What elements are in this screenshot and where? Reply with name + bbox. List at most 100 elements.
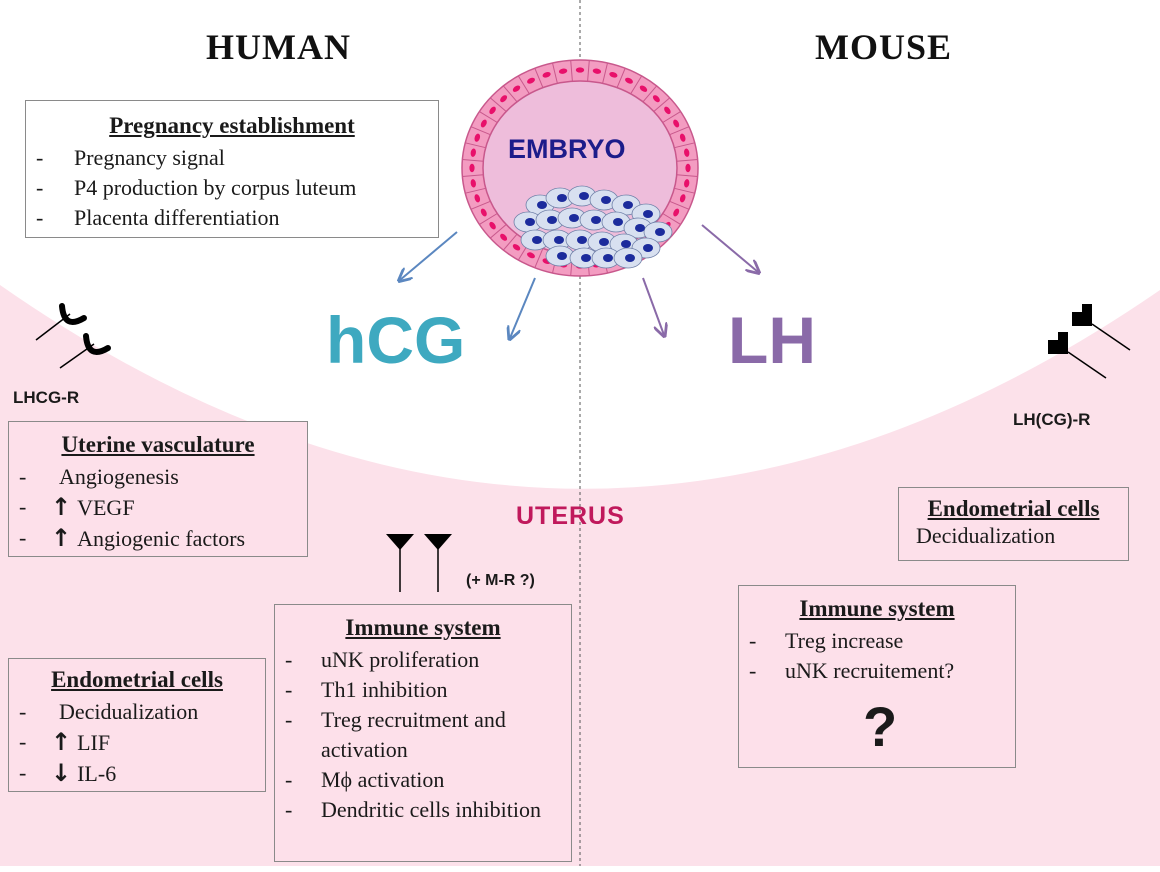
mouse-immune-system-box: Immune system -Treg increase- uNK recruit… — [738, 585, 1016, 768]
trophoblast-cell-border — [587, 60, 590, 82]
arrow-embryo-to-hcg-left — [400, 231, 458, 280]
list-item-text: P4 production by corpus luteum — [74, 175, 357, 200]
icm-nucleus — [577, 236, 587, 244]
mouse-immune-system-list: -Treg increase- uNK recruitement? — [739, 626, 1015, 686]
arrow-embryo-to-lh-right — [701, 224, 758, 272]
trophoblast-cell-border — [470, 126, 491, 136]
list-item: -Treg increase — [739, 626, 1015, 656]
mannose-receptor-icon — [386, 534, 452, 592]
trophoblast-nucleus — [474, 133, 481, 142]
trophoblast-cell-border — [479, 213, 498, 225]
trophoblast-nucleus — [470, 148, 476, 157]
list-item: -↑LIF — [9, 727, 265, 758]
list-item-text: Th1 inhibition — [321, 677, 448, 702]
icm-nucleus — [603, 254, 613, 262]
icm-nucleus — [591, 216, 601, 224]
list-item: -Decidualization — [9, 697, 265, 727]
mouse-endometrial-cells-title: Endometrial cells — [927, 496, 1100, 521]
trophoblast-nucleus — [489, 221, 496, 230]
bullet-dash: - — [749, 658, 757, 683]
list-item-text: LIF — [77, 730, 111, 755]
icm-nucleus — [599, 238, 609, 246]
list-item-text: Decidualization — [59, 699, 199, 724]
increase-arrow-icon: ↑ — [51, 728, 72, 756]
trophoblast-nucleus — [489, 106, 496, 115]
icm-nucleus — [525, 218, 535, 226]
trophoblast-nucleus — [685, 163, 691, 173]
uterine-vasculature-title: Uterine vasculature — [61, 432, 255, 457]
icm-nucleus — [655, 228, 665, 236]
trophoblast-cell-border — [503, 85, 518, 103]
trophoblast-nucleus — [679, 194, 686, 203]
bullet-dash: - — [19, 494, 27, 519]
list-item: -Treg recruitment and activation — [275, 705, 571, 765]
trophoblast-nucleus — [684, 148, 690, 157]
icm-nucleus — [547, 216, 557, 224]
lhcg-r-label: LHCG-R — [13, 388, 80, 407]
trophoblast-cell-border — [479, 111, 498, 123]
bullet-dash: - — [36, 145, 44, 170]
trophoblast-cell-border — [462, 174, 484, 177]
bullet-dash: - — [285, 677, 293, 702]
list-item-text: Placenta differentiation — [74, 205, 280, 230]
trophoblast-cell-border — [503, 233, 518, 251]
trophoblast-cell-border — [465, 142, 486, 149]
trophoblast-nucleus — [500, 233, 508, 241]
list-item-text: IL-6 — [77, 761, 117, 786]
mouse-immune-system-title: Immune system — [799, 596, 955, 621]
list-item: -Dendritic cells inhibition — [275, 795, 571, 825]
trophoblast-cell-border — [676, 159, 698, 162]
list-item-text: Angiogenesis — [59, 464, 179, 489]
bullet-dash: - — [36, 175, 44, 200]
trophoblast-nucleus — [469, 163, 475, 173]
human-heading: HUMAN — [206, 27, 351, 67]
list-item-text: Treg increase — [785, 628, 904, 653]
trophoblast-cell-border — [642, 85, 657, 103]
bullet-dash: - — [285, 767, 293, 792]
trophoblast-cell-border — [630, 75, 643, 95]
list-item: - Th1 inhibition — [275, 675, 571, 705]
icm-nucleus — [643, 210, 653, 218]
icm-nucleus — [557, 252, 567, 260]
list-item: -uNK proliferation — [275, 645, 571, 675]
icm-nucleus — [537, 201, 547, 209]
list-item: -↑VEGF — [9, 492, 307, 523]
trophoblast-nucleus — [639, 85, 648, 92]
trophoblast-nucleus — [664, 106, 671, 115]
embryo-blastocyst — [461, 59, 699, 277]
trophoblast-nucleus — [527, 77, 535, 84]
uterine-vasculature-list: -Angiogenesis-↑VEGF-↑Angiogenic factors — [9, 462, 307, 554]
list-item-text: Mϕ activation — [321, 767, 445, 792]
list-item: -↓IL-6 — [9, 758, 265, 789]
trophoblast-cell-border — [534, 68, 544, 88]
icm-nucleus — [554, 236, 564, 244]
embryo-label: EMBRYO — [508, 134, 626, 164]
bullet-dash: - — [285, 707, 293, 732]
list-item: -Angiogenesis — [9, 462, 307, 492]
icm-nucleus — [569, 214, 579, 222]
list-item-text: uNK recruitement? — [785, 658, 955, 683]
trophoblast-nucleus — [673, 119, 680, 128]
list-item: -Pregnancy signal — [26, 143, 438, 173]
trophoblast-nucleus — [575, 67, 585, 73]
trophoblast-nucleus — [480, 208, 487, 217]
icm-nucleus — [621, 240, 631, 248]
trophoblast-nucleus — [679, 133, 686, 142]
list-item: - uNK recruitement? — [739, 656, 1015, 686]
inner-cell-mass — [513, 185, 673, 269]
trophoblast-nucleus — [625, 77, 633, 84]
list-item: - Placenta differentiation — [26, 203, 438, 233]
trophoblast-cell-border — [489, 97, 507, 112]
trophoblast-cell-border — [517, 75, 530, 95]
arrow-embryo-to-lh-left — [642, 277, 664, 335]
trophoblast-nucleus — [684, 179, 690, 188]
trophoblast-nucleus — [512, 85, 521, 92]
uterus-label: UTERUS — [516, 502, 625, 530]
icm-nucleus — [625, 254, 635, 262]
decrease-arrow-icon: ↓ — [51, 759, 72, 787]
bullet-dash: - — [36, 205, 44, 230]
list-item: - Mϕ activation — [275, 765, 571, 795]
mouse-decidualization-text: Decidualization — [916, 523, 1056, 548]
uterine-vasculature-box: Uterine vasculature -Angiogenesis-↑VEGF-… — [8, 421, 308, 557]
